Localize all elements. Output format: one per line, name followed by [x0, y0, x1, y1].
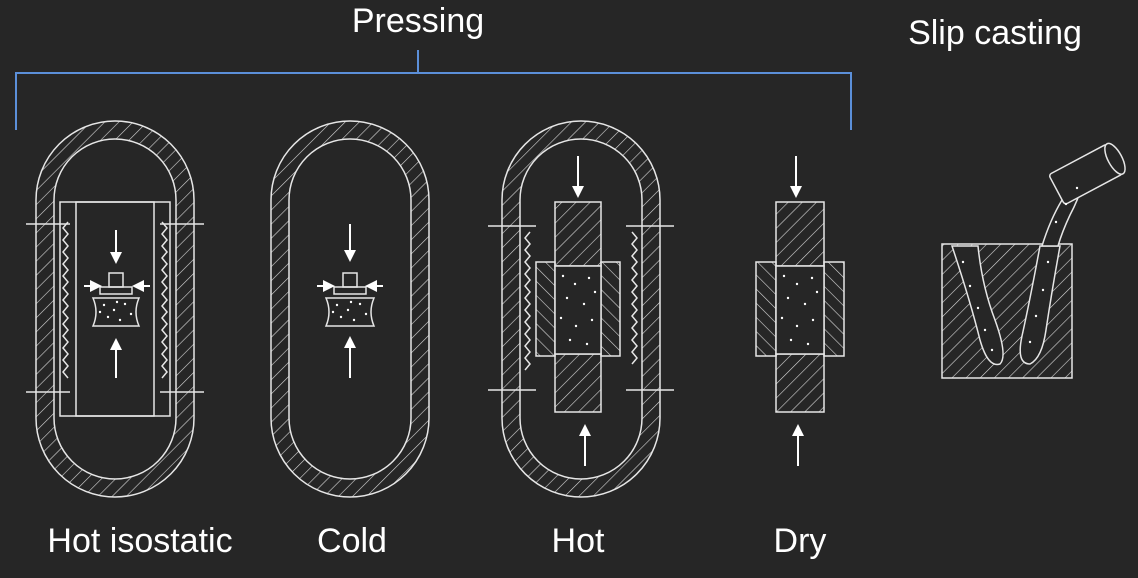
slip-casting-label: Slip casting: [908, 14, 1082, 52]
hot-isostatic-vessel: [26, 120, 204, 498]
pressing-bracket: [15, 50, 852, 130]
method-label-cold: Cold: [317, 522, 387, 560]
method-label-dry: Dry: [773, 522, 827, 560]
pressing-label: Pressing: [351, 2, 485, 40]
method-label-hot-isostatic: Hot isostatic: [47, 522, 233, 560]
cold-vessel: [270, 120, 430, 498]
hot-vessel: [488, 120, 674, 498]
method-label-hot: Hot: [551, 522, 605, 560]
dry-press: [755, 156, 845, 466]
slip-casting-mold: [941, 142, 1126, 379]
